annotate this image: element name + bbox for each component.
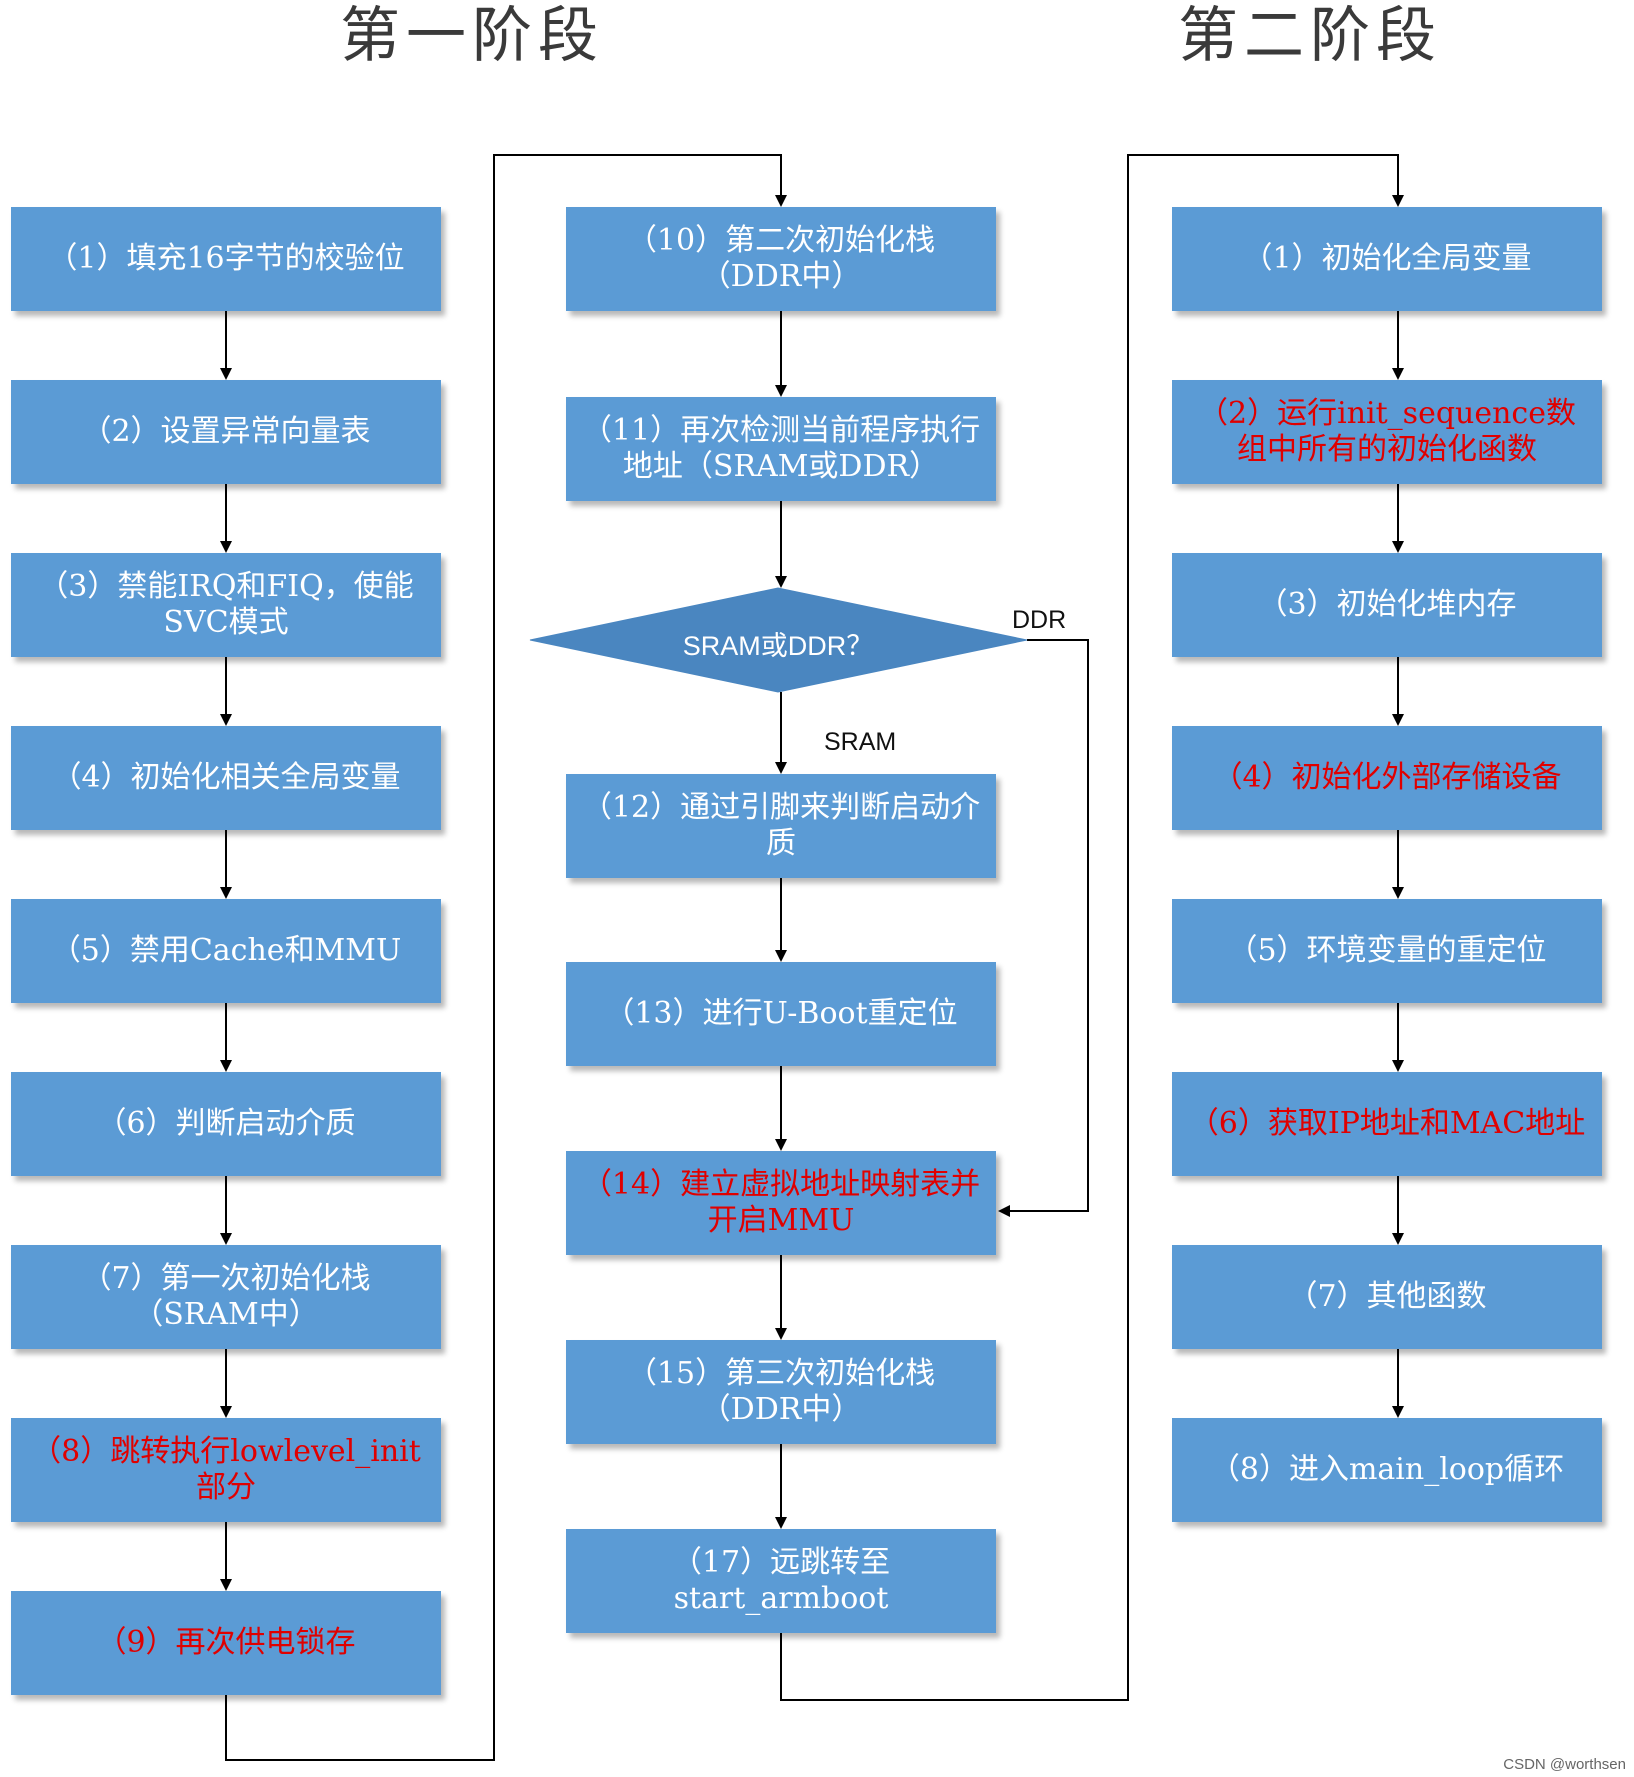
stage1-title: 第一阶段 [340,1,604,71]
decision-label: SRAM或DDR？ [682,631,874,661]
watermark: CSDN @worthsen [1503,1756,1626,1773]
step-label: （7）其他函数 [1287,1279,1487,1314]
step-label: （5）环境变量的重定位 [1227,933,1547,968]
decision-yes-label: SRAM [824,728,897,756]
stage2-step-4: （4）初始化外部存储设备 [1172,726,1602,830]
stage1-step-15: （15）第三次初始化栈（DDR中） [566,1340,996,1444]
stage2-step-2: （2）运行init_sequence数组中所有的初始化函数 [1172,380,1602,484]
step-label: （15）第三次初始化栈（DDR中） [626,1356,936,1427]
stage1-step-12: （12）通过引脚来判断启动介质 [566,774,996,878]
step-label: （4）初始化外部存储设备 [1212,760,1562,795]
step-label: （2）运行init_sequence数组中所有的初始化函数 [1198,396,1576,467]
stage1-step-13: （13）进行U-Boot重定位 [566,962,996,1066]
stage1-step-17: （17）远跳转至start_armboot [566,1529,996,1633]
stage2-step-8: （8）进入main_loop循环 [1172,1418,1602,1522]
decision-no-label: DDR [1012,606,1067,634]
stage2-step-7: （7）其他函数 [1172,1245,1602,1349]
stage1-step-11: （11）再次检测当前程序执行地址（SRAM或DDR） [566,397,996,501]
stage1-step-3: （3）禁能IRQ和FIQ，使能SVC模式 [11,553,441,657]
step-label: （5）禁用Cache和MMU [50,933,402,968]
step-label: （1）填充16字节的校验位 [47,241,405,276]
decision-diamond [529,587,1028,693]
step-label: （8）跳转执行lowlevel_init部分 [31,1434,421,1505]
stage1-step-1: （1）填充16字节的校验位 [11,207,441,311]
stage1-step-14: （14）建立虚拟地址映射表并开启MMU [566,1151,996,1255]
step-label: （12）通过引脚来判断启动介质 [581,790,981,861]
stage1-step-4: （4）初始化相关全局变量 [11,726,441,830]
step-label: （17）远跳转至start_armboot [671,1545,891,1616]
connector-c2-to-c3 [780,154,1404,1701]
connector-decision-ddr [998,639,1089,1217]
stage1-step-5: （5）禁用Cache和MMU [11,899,441,1003]
stage1-step-2: （2）设置异常向量表 [11,380,441,484]
connector-c1-to-c2 [225,154,787,1761]
stage1-step-9: （9）再次供电锁存 [11,1591,441,1695]
stage2-title: 第二阶段 [1178,1,1442,71]
step-label: （3）禁能IRQ和FIQ，使能SVC模式 [38,569,414,640]
step-label: （13）进行U-Boot重定位 [604,996,958,1031]
stage2-step-5: （5）环境变量的重定位 [1172,899,1602,1003]
stage2-step-6: （6）获取IP地址和MAC地址 [1172,1072,1602,1176]
step-label: （6）判断启动介质 [96,1106,356,1141]
step-label: （4）初始化相关全局变量 [51,760,401,795]
step-label: （11）再次检测当前程序执行地址（SRAM或DDR） [581,413,981,484]
step-label: （7）第一次初始化栈（SRAM中） [81,1261,371,1332]
stage1-step-8: （8）跳转执行lowlevel_init部分 [11,1418,441,1522]
step-label: （9）再次供电锁存 [96,1625,356,1660]
step-label: （6）获取IP地址和MAC地址 [1188,1106,1586,1141]
stage1-step-7: （7）第一次初始化栈（SRAM中） [11,1245,441,1349]
step-label: （8）进入main_loop循环 [1209,1452,1565,1487]
step-label: （3）初始化堆内存 [1257,587,1517,622]
stage1-step-6: （6）判断启动介质 [11,1072,441,1176]
step-label: （10）第二次初始化栈（DDR中） [626,223,936,294]
stage2-step-3: （3）初始化堆内存 [1172,553,1602,657]
step-label: （14）建立虚拟地址映射表并开启MMU [581,1167,981,1238]
stage2-step-1: （1）初始化全局变量 [1172,207,1602,311]
step-label: （2）设置异常向量表 [81,414,371,449]
step-label: （1）初始化全局变量 [1242,241,1532,276]
stage1-step-10: （10）第二次初始化栈（DDR中） [566,207,996,311]
